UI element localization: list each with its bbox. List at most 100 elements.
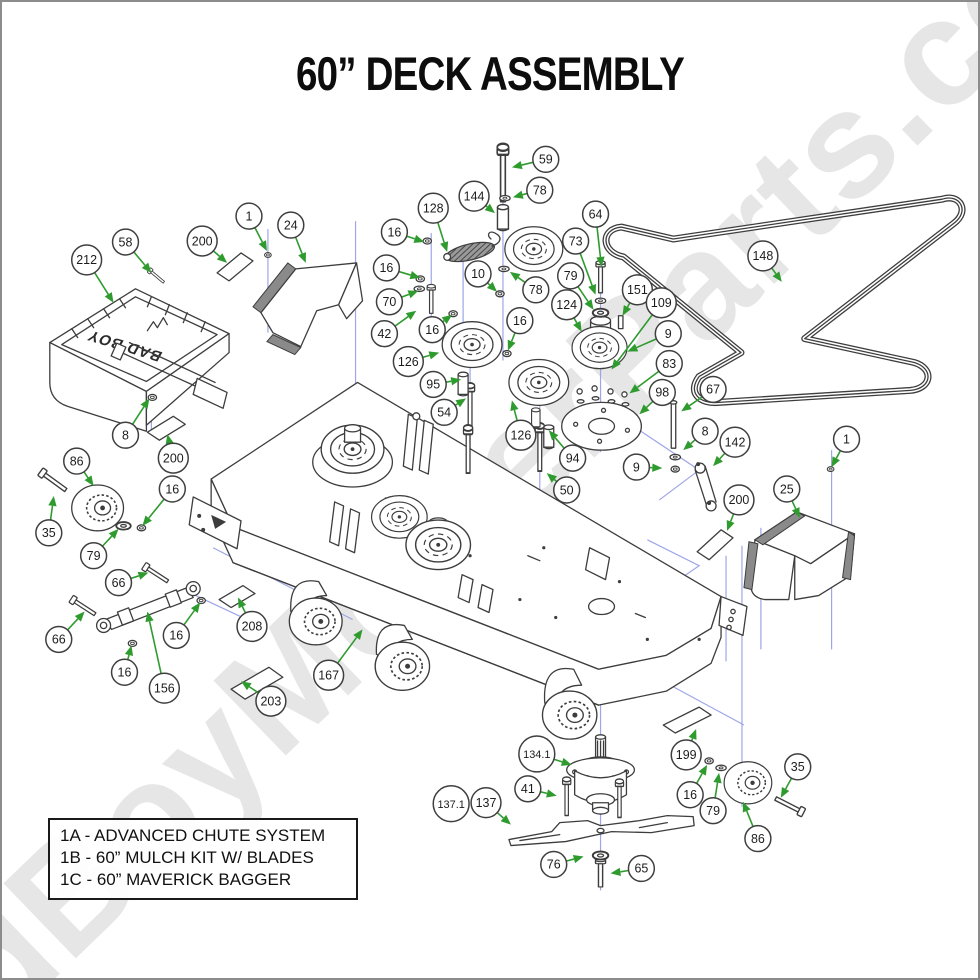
callout-circle[interactable] (747, 240, 779, 272)
callout-66[interactable]: 66 (104, 568, 133, 597)
callout-circle[interactable] (392, 345, 425, 378)
callout-67[interactable]: 67 (699, 375, 727, 404)
callout-124[interactable]: 124 (551, 289, 583, 321)
callout-156[interactable]: 156 (148, 672, 181, 704)
callout-circle[interactable] (514, 775, 542, 803)
callout-circle[interactable] (506, 306, 534, 335)
callout-circle[interactable] (670, 739, 702, 771)
callout-200[interactable]: 200 (723, 484, 755, 516)
callout-circle[interactable] (419, 370, 447, 399)
callout-79[interactable]: 79 (79, 542, 108, 570)
callout-16[interactable]: 16 (158, 475, 186, 503)
callout-circle[interactable] (375, 288, 404, 316)
callout-circle[interactable] (432, 785, 470, 823)
callout-212[interactable]: 212 (70, 244, 103, 276)
callout-35[interactable]: 35 (784, 753, 812, 781)
callout-134.1[interactable]: 134.1 (518, 735, 556, 773)
callout-circle[interactable] (380, 218, 409, 246)
callout-200[interactable]: 200 (186, 225, 218, 257)
callout-86[interactable]: 86 (63, 447, 91, 475)
callout-24[interactable]: 24 (277, 211, 305, 239)
callout-137[interactable]: 137 (470, 787, 502, 819)
callout-circle[interactable] (784, 753, 812, 781)
callout-circle[interactable] (110, 658, 139, 686)
callout-circle[interactable] (255, 685, 287, 717)
callout-70[interactable]: 70 (375, 288, 404, 316)
callout-circle[interactable] (518, 735, 556, 773)
callout-circle[interactable] (561, 227, 590, 255)
callout-58[interactable]: 58 (111, 228, 140, 256)
callout-1[interactable]: 1 (832, 425, 861, 453)
callout-circle[interactable] (552, 476, 581, 504)
callout-circle[interactable] (648, 378, 676, 407)
callout-circle[interactable] (505, 419, 537, 451)
callout-circle[interactable] (63, 447, 91, 475)
callout-79[interactable]: 79 (556, 262, 585, 290)
callout-circle[interactable] (645, 287, 677, 319)
callout-circle[interactable] (458, 180, 490, 212)
callout-94[interactable]: 94 (558, 444, 587, 472)
callout-circle[interactable] (691, 417, 719, 445)
callout-25[interactable]: 25 (773, 475, 801, 503)
callout-9[interactable]: 9 (654, 319, 682, 348)
callout-16[interactable]: 16 (506, 306, 534, 335)
callout-50[interactable]: 50 (552, 476, 581, 504)
callout-8[interactable]: 8 (691, 417, 719, 445)
callout-circle[interactable] (35, 519, 63, 547)
callout-circle[interactable] (464, 260, 492, 288)
callout-109[interactable]: 109 (645, 287, 677, 319)
callout-16[interactable]: 16 (676, 781, 704, 809)
callout-65[interactable]: 65 (627, 854, 656, 883)
callout-1[interactable]: 1 (235, 202, 263, 230)
callout-128[interactable]: 128 (417, 192, 449, 224)
callout-circle[interactable] (676, 781, 704, 809)
callout-circle[interactable] (70, 244, 103, 276)
callout-142[interactable]: 142 (719, 426, 751, 458)
callout-41[interactable]: 41 (514, 775, 542, 803)
callout-circle[interactable] (655, 349, 683, 378)
callout-circle[interactable] (621, 274, 654, 306)
callout-circle[interactable] (235, 202, 263, 230)
callout-59[interactable]: 59 (532, 145, 560, 174)
callout-circle[interactable] (627, 854, 656, 883)
callout-circle[interactable] (719, 426, 751, 458)
callout-circle[interactable] (581, 200, 610, 228)
callout-66[interactable]: 66 (45, 625, 73, 654)
callout-167[interactable]: 167 (312, 659, 345, 691)
callout-83[interactable]: 83 (655, 349, 683, 378)
callout-circle[interactable] (526, 176, 554, 204)
callout-76[interactable]: 76 (540, 850, 568, 879)
callout-126[interactable]: 126 (505, 419, 537, 451)
callout-137.1[interactable]: 137.1 (432, 785, 470, 823)
callout-54[interactable]: 54 (430, 398, 458, 427)
callout-circle[interactable] (556, 262, 585, 290)
callout-circle[interactable] (654, 319, 682, 348)
callout-9[interactable]: 9 (622, 453, 651, 481)
callout-circle[interactable] (45, 625, 73, 654)
callout-circle[interactable] (470, 787, 502, 819)
callout-35[interactable]: 35 (35, 519, 63, 547)
callout-98[interactable]: 98 (648, 378, 676, 407)
callout-86[interactable]: 86 (744, 824, 772, 853)
callout-148[interactable]: 148 (747, 240, 779, 272)
callout-10[interactable]: 10 (464, 260, 492, 288)
callout-circle[interactable] (558, 444, 587, 472)
callout-circle[interactable] (832, 425, 861, 453)
callout-circle[interactable] (699, 796, 727, 825)
callout-circle[interactable] (532, 145, 560, 174)
callout-circle[interactable] (417, 192, 449, 224)
callout-144[interactable]: 144 (458, 180, 490, 212)
callout-circle[interactable] (79, 542, 108, 570)
callout-circle[interactable] (551, 289, 583, 321)
callout-circle[interactable] (157, 442, 189, 474)
callout-199[interactable]: 199 (670, 739, 702, 771)
callout-16[interactable]: 16 (110, 658, 139, 686)
callout-circle[interactable] (186, 225, 218, 257)
callout-circle[interactable] (699, 375, 727, 404)
callout-circle[interactable] (744, 824, 772, 853)
callout-79[interactable]: 79 (699, 796, 727, 825)
callout-78[interactable]: 78 (522, 276, 550, 304)
callout-circle[interactable] (622, 453, 651, 481)
callout-circle[interactable] (111, 421, 140, 449)
callout-203[interactable]: 203 (255, 685, 287, 717)
